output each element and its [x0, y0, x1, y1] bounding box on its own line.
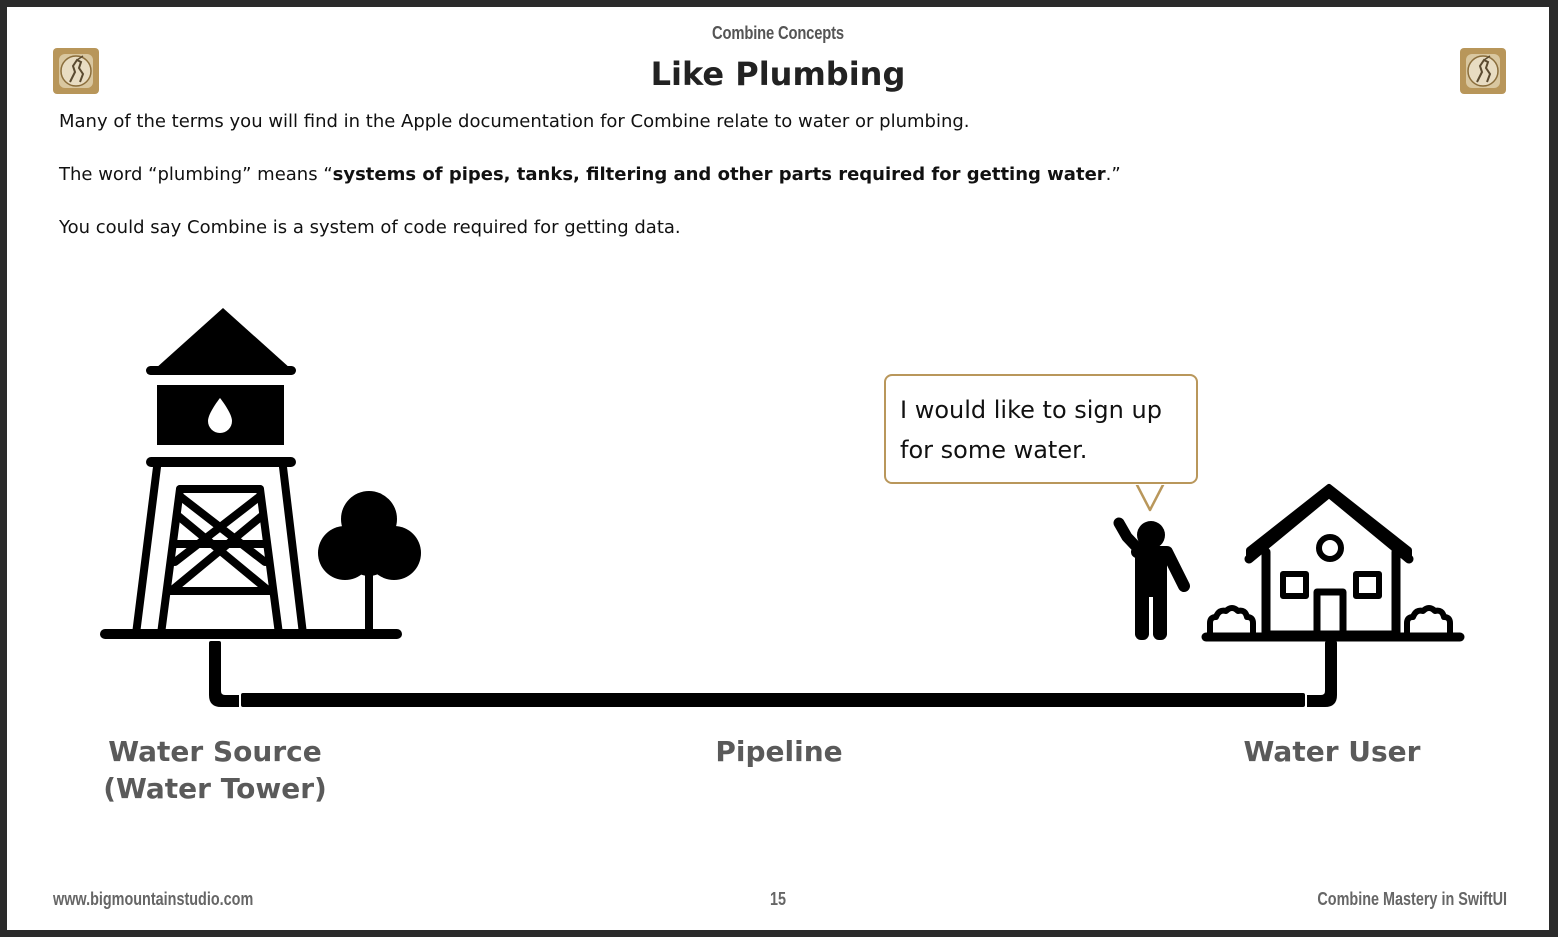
- logo-icon: [1460, 48, 1506, 94]
- speech-bubble: I would like to sign up for some water.: [884, 374, 1198, 484]
- label-water-source-line2: (Water Tower): [103, 772, 327, 805]
- plumbing-diagram: [100, 308, 1465, 707]
- page: Combine Concepts Like Plumbing Many of t…: [7, 7, 1549, 930]
- section-title: Combine Concepts: [712, 23, 844, 43]
- logo-icon: [53, 48, 99, 94]
- paragraph-terms: Many of the terms you will find in the A…: [59, 111, 970, 132]
- label-water-source-line1: Water Source: [108, 735, 322, 768]
- definition-bold: systems of pipes, tanks, filtering and o…: [332, 164, 1106, 185]
- definition-prefix: The word “plumbing” means “: [59, 164, 333, 185]
- page-title: Like Plumbing: [650, 55, 906, 93]
- page-number: 15: [769, 889, 787, 909]
- label-water-user: Water User: [1243, 735, 1421, 768]
- label-water-source: Water Source (Water Tower): [95, 733, 335, 807]
- pipe-icon: [209, 641, 1337, 707]
- speech-line-2: for some water.: [900, 436, 1088, 464]
- definition-suffix: .”: [1105, 164, 1121, 185]
- paragraph-definition: The word “plumbing” means “systems of pi…: [59, 164, 1121, 185]
- person-waving-icon: [1113, 517, 1190, 640]
- footer-book-title: Combine Mastery in SwiftUI: [1317, 889, 1507, 909]
- speech-line-1: I would like to sign up: [900, 396, 1162, 424]
- speech-bubble-tail: [1133, 480, 1167, 512]
- house-icon: [1201, 484, 1465, 642]
- paragraph-summary: You could say Combine is a system of cod…: [59, 217, 681, 238]
- label-pipeline: Pipeline: [715, 735, 843, 768]
- tree-icon: [318, 491, 421, 633]
- footer-website-link[interactable]: www.bigmountainstudio.com: [53, 889, 254, 909]
- water-tower-icon: [100, 308, 402, 639]
